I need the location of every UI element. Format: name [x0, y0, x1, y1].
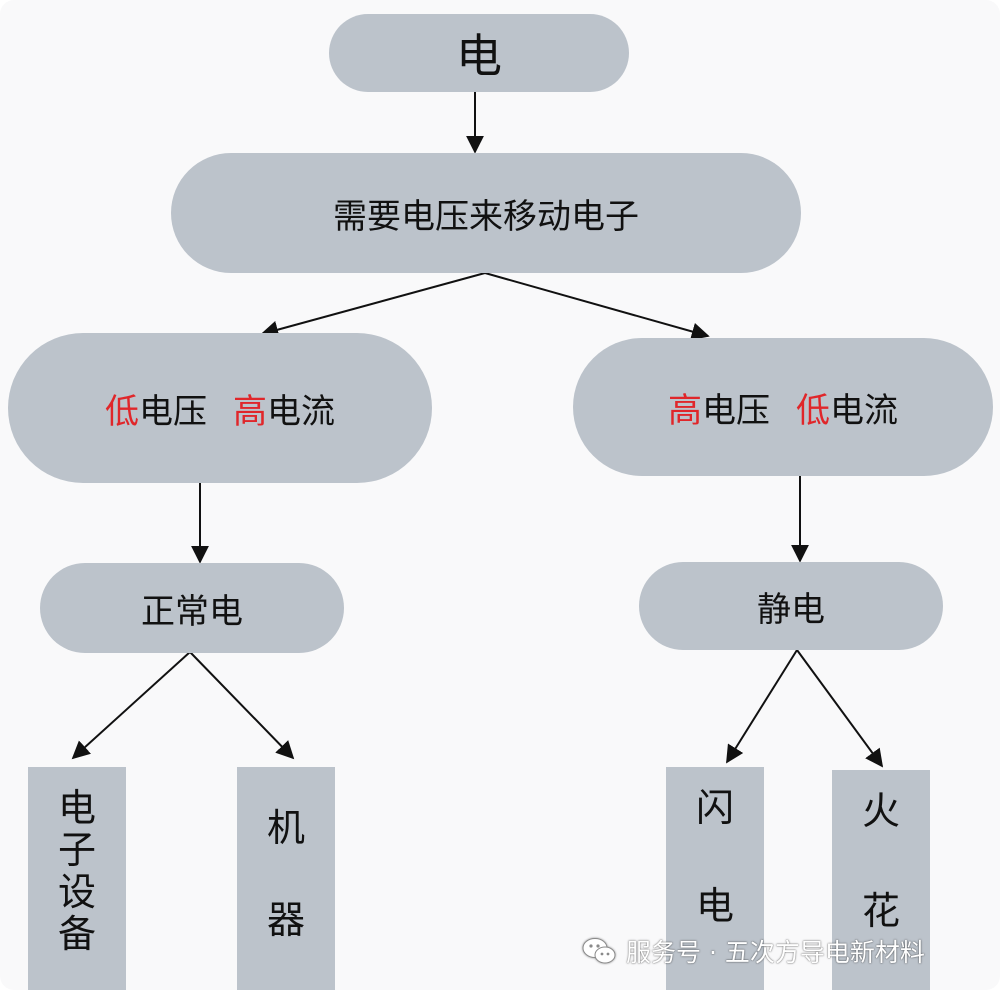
leaf-electronic-devices: 电 子 设 备: [28, 767, 126, 990]
highlight-low: 低: [796, 390, 830, 431]
edge-normal-electronics: [71, 651, 191, 760]
node-normal-electricity: 正常电: [40, 563, 344, 653]
label-current: 电流: [267, 391, 335, 432]
node-normal-label: 正常电: [141, 591, 243, 632]
node-static-label: 静电: [757, 589, 825, 630]
leaf-char: 电: [695, 884, 734, 928]
leaf-char: 电: [57, 786, 96, 830]
leaf-lightning: 闪 电: [666, 767, 764, 990]
edge-need-right: [484, 272, 710, 341]
label-current: 电流: [830, 390, 898, 431]
node-need-label: 需要电压来移动电子: [333, 196, 639, 237]
label-voltage: 电压: [702, 390, 770, 431]
node-high-voltage-low-current: 高电压低电流: [573, 338, 993, 476]
wechat-icon: [582, 938, 616, 964]
edge-static-lightning: [726, 649, 798, 764]
leaf-char: 火: [861, 789, 900, 833]
node-static-electricity: 静电: [639, 562, 943, 650]
node-electricity-label: 电: [456, 29, 502, 83]
leaf-char: 机: [266, 806, 305, 850]
leaf-char: 器: [266, 898, 305, 942]
leaf-machines: 机 器: [237, 767, 335, 990]
leaf-char: 闪: [695, 786, 734, 830]
watermark-text: 服务号 · 五次方导电新材料: [626, 938, 925, 967]
node-voltage-moves-electrons: 需要电压来移动电子: [171, 153, 801, 273]
highlight-high: 高: [233, 391, 267, 432]
highlight-high: 高: [668, 390, 702, 431]
node-low-voltage-high-current: 低电压高电流: [8, 333, 432, 483]
node-electricity: 电: [329, 14, 629, 92]
leaf-char: 子: [57, 828, 96, 872]
leaf-char: 备: [57, 912, 96, 956]
edge-need-left: [260, 272, 486, 339]
leaf-char: 花: [861, 889, 900, 933]
highlight-low: 低: [105, 391, 139, 432]
leaf-char: 设: [57, 870, 96, 914]
edge-static-spark: [796, 649, 884, 768]
edge-normal-machine: [189, 651, 295, 760]
watermark: 服务号 · 五次方导电新材料: [582, 931, 925, 971]
leaf-spark: 火 花: [832, 770, 930, 990]
label-voltage: 电压: [139, 391, 207, 432]
